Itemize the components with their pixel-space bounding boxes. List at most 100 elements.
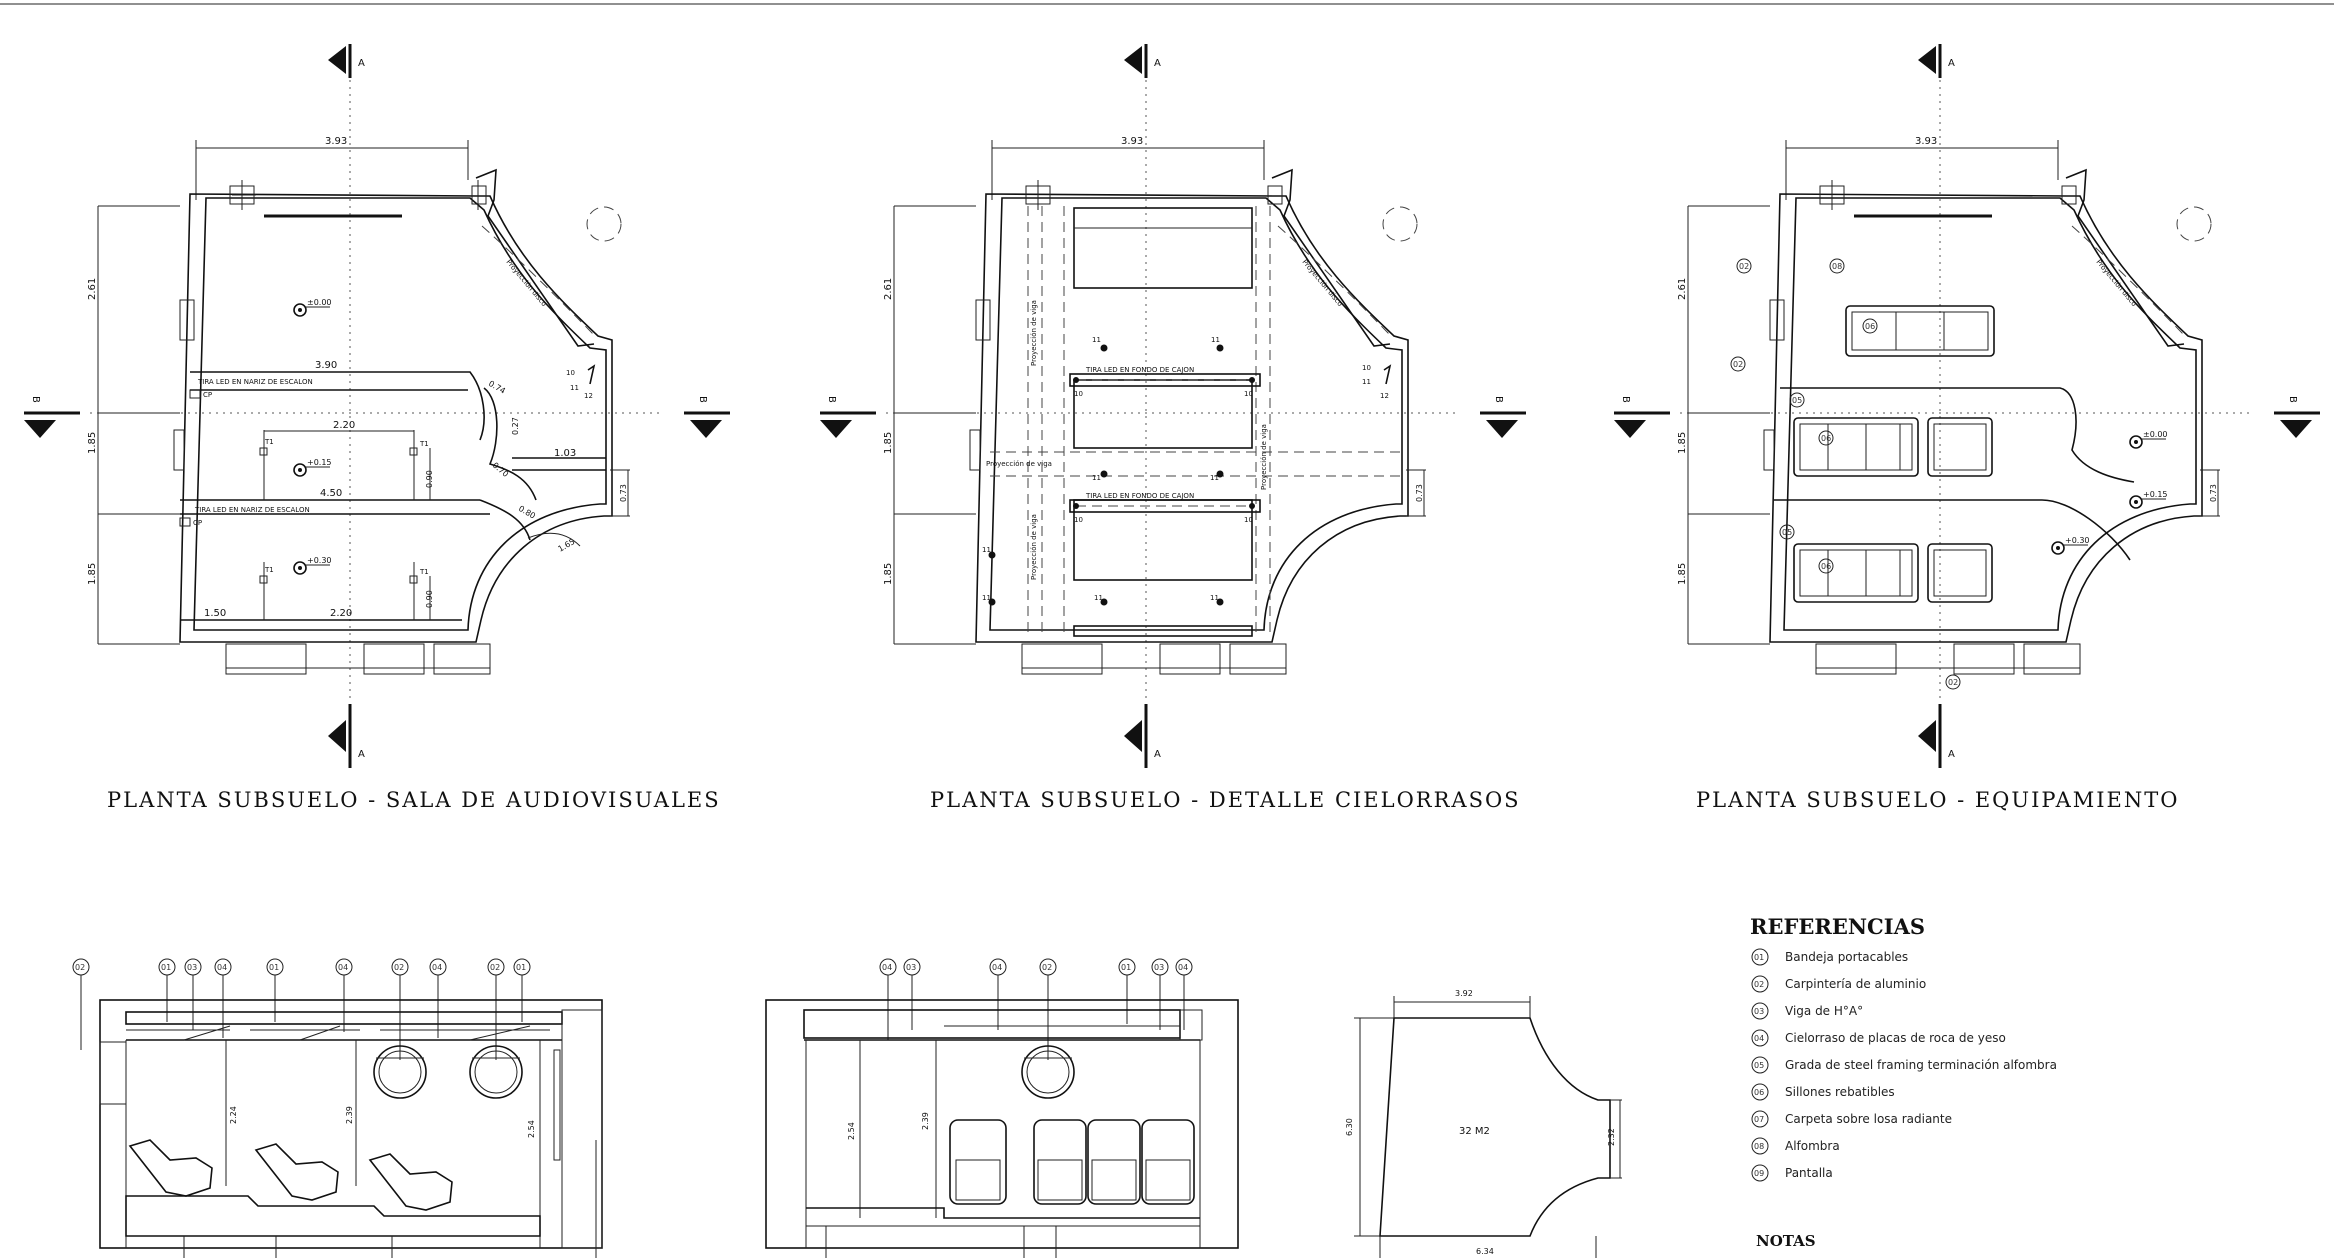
plan3-sofa-1 <box>1845 305 1995 357</box>
section-mark-b-right: B <box>684 396 730 438</box>
plan3-refs: 02 08 02 05 05 06 06 06 02 <box>1730 258 1961 690</box>
plan3-chair-2 <box>1927 543 1993 603</box>
ref-number-circle <box>1751 1029 1769 1047</box>
plan1-dim-070: 0.70 <box>491 461 510 479</box>
plan2-viga-4: Proyección de viga <box>1260 424 1268 490</box>
svg-text:10: 10 <box>1074 390 1083 398</box>
svg-text:+0.15: +0.15 <box>2143 490 2168 499</box>
plan3-level-030: +0.30 <box>2051 536 2090 555</box>
svg-text:04: 04 <box>432 963 442 972</box>
section1-dim-239: 2.39 <box>345 1106 354 1124</box>
plan3-dim-left-2: 1.85 <box>1677 432 1688 454</box>
plan1-n11: 11 <box>570 384 579 392</box>
plan1-dim-450: 4.50 <box>320 488 342 499</box>
plan2-n10: 10 <box>1362 364 1371 372</box>
plan1-dim-220b: 2.20 <box>330 608 352 619</box>
svg-text:06: 06 <box>1821 562 1831 571</box>
section2-callouts: 04 03 04 02 01 03 04 <box>879 958 1193 976</box>
plan2-dim-073: 0.73 <box>1415 484 1424 502</box>
ref-item-text: Bandeja portacables <box>1785 950 1908 964</box>
svg-text:+0.30: +0.30 <box>307 556 332 565</box>
section-mark-b-left: B <box>24 396 80 438</box>
ref-item-text: Sillones rebatibles <box>1785 1085 1895 1099</box>
plan1-t1-a: T1 <box>264 438 274 446</box>
ref-item-text: Cielorraso de placas de roca de yeso <box>1785 1031 2006 1045</box>
svg-text:11: 11 <box>982 594 991 602</box>
ref-number-circle <box>1751 1110 1769 1128</box>
section2-seats <box>949 1119 1195 1205</box>
area-dim-left: 6.30 <box>1345 1118 1354 1136</box>
plan1-dim-left-1: 2.61 <box>87 278 98 300</box>
plan1-dim-074: 0.74 <box>487 379 507 396</box>
plan3-sofa-3 <box>1793 543 1919 603</box>
plan2-viga-2: Proyección de viga <box>1030 514 1038 580</box>
ref-item-text: Grada de steel framing terminación alfom… <box>1785 1058 2057 1072</box>
section-mark-a-top: A <box>328 44 365 78</box>
svg-text:11: 11 <box>1210 594 1219 602</box>
plan2-projection-label: Proyección disco <box>1300 258 1344 308</box>
plan1-level-000: ±0.00 <box>293 298 332 317</box>
plan1-projection-label: Proyección disco <box>504 258 548 308</box>
plan3-dim-073: 0.73 <box>2209 484 2218 502</box>
plan2-dim-left-2: 1.85 <box>883 432 894 454</box>
plan-equipamiento: A B B 3.93 2.61 1.85 1.85 Proyección dis… <box>1614 44 2320 812</box>
plan3-dim-top: 3.93 <box>1915 136 1937 147</box>
plan2-led-2: TIRA LED EN FONDO DE CAJON <box>1085 492 1194 500</box>
plan2-n12: 12 <box>1380 392 1389 400</box>
svg-text:02: 02 <box>1948 678 1958 687</box>
svg-text:04: 04 <box>1178 963 1188 972</box>
svg-text:B: B <box>1493 396 1504 403</box>
svg-text:11: 11 <box>1092 474 1101 482</box>
svg-text:11: 11 <box>1210 474 1219 482</box>
svg-text:A: A <box>1948 58 1955 69</box>
plan2-viga-1: Proyección de viga <box>1030 300 1038 366</box>
plan-detalle-cielorrasos: A B B 3.93 2.61 1.85 1.85 Proyección dis… <box>820 44 1526 812</box>
svg-text:01: 01 <box>1121 963 1131 972</box>
svg-text:A: A <box>358 58 365 69</box>
section-b-b: 04 03 04 02 01 03 04 <box>765 958 1239 1258</box>
plan3-projection-label: Proyección disco <box>2094 258 2138 308</box>
section1-dim-254: 2.54 <box>527 1120 536 1138</box>
svg-text:11: 11 <box>982 546 991 554</box>
svg-text:11: 11 <box>1092 336 1101 344</box>
svg-text:06: 06 <box>1865 322 1875 331</box>
area-label: 32 M2 <box>1459 1126 1490 1137</box>
svg-text:04: 04 <box>992 963 1002 972</box>
area-dim-top: 3.92 <box>1455 989 1473 998</box>
plan1-dim-220a: 2.20 <box>333 420 355 431</box>
plan3-dim-left-1: 2.61 <box>1677 278 1688 300</box>
svg-text:04: 04 <box>338 963 348 972</box>
plan1-n12: 12 <box>584 392 593 400</box>
section2-dim-239: 2.39 <box>921 1112 930 1130</box>
plan3-title: PLANTA SUBSUELO - EQUIPAMIENTO <box>1696 788 2180 812</box>
plan1-dim-080: 0.80 <box>517 504 537 521</box>
ref-number-circle <box>1751 1083 1769 1101</box>
svg-text:11: 11 <box>1094 594 1103 602</box>
area-schematic: 3.92 6.30 2.32 6.34 32 M2 <box>1345 989 1622 1258</box>
plan1-cp-2: CP <box>193 519 202 527</box>
plan1-level-030: +0.30 <box>293 556 332 575</box>
svg-text:10: 10 <box>1244 390 1253 398</box>
svg-text:A: A <box>1154 58 1161 69</box>
plan1-dim-390: 3.90 <box>315 360 337 371</box>
ref-number: 01 <box>1754 953 1764 962</box>
plan2-n11: 11 <box>1362 378 1371 386</box>
ref-item-text: Carpeta sobre losa radiante <box>1785 1112 1952 1126</box>
svg-text:10: 10 <box>1244 516 1253 524</box>
plan1-led-2: TIRA LED EN NARIZ DE ESCALON <box>194 506 310 514</box>
plan3-dim-left-3: 1.85 <box>1677 563 1688 585</box>
plan2-dim-left-3: 1.85 <box>883 563 894 585</box>
ref-number: 03 <box>1754 1007 1764 1016</box>
plan2-dim-left-1: 2.61 <box>883 278 894 300</box>
svg-text:+0.30: +0.30 <box>2065 536 2090 545</box>
plan3-level-000: ±0.00 <box>2129 430 2168 449</box>
plan1-dim-left-3: 1.85 <box>87 563 98 585</box>
ref-number-circle <box>1751 948 1769 966</box>
ref-number-circle <box>1751 1002 1769 1020</box>
plan3-sofa-2 <box>1793 417 1919 477</box>
svg-text:B: B <box>1620 396 1631 403</box>
plan-sala-audiovisuales: A B B 3.93 2.61 1.85 1.85 <box>24 44 730 812</box>
plan1-dim-103: 1.03 <box>554 448 576 459</box>
plan2-viga-3: Proyección de viga <box>986 460 1052 468</box>
